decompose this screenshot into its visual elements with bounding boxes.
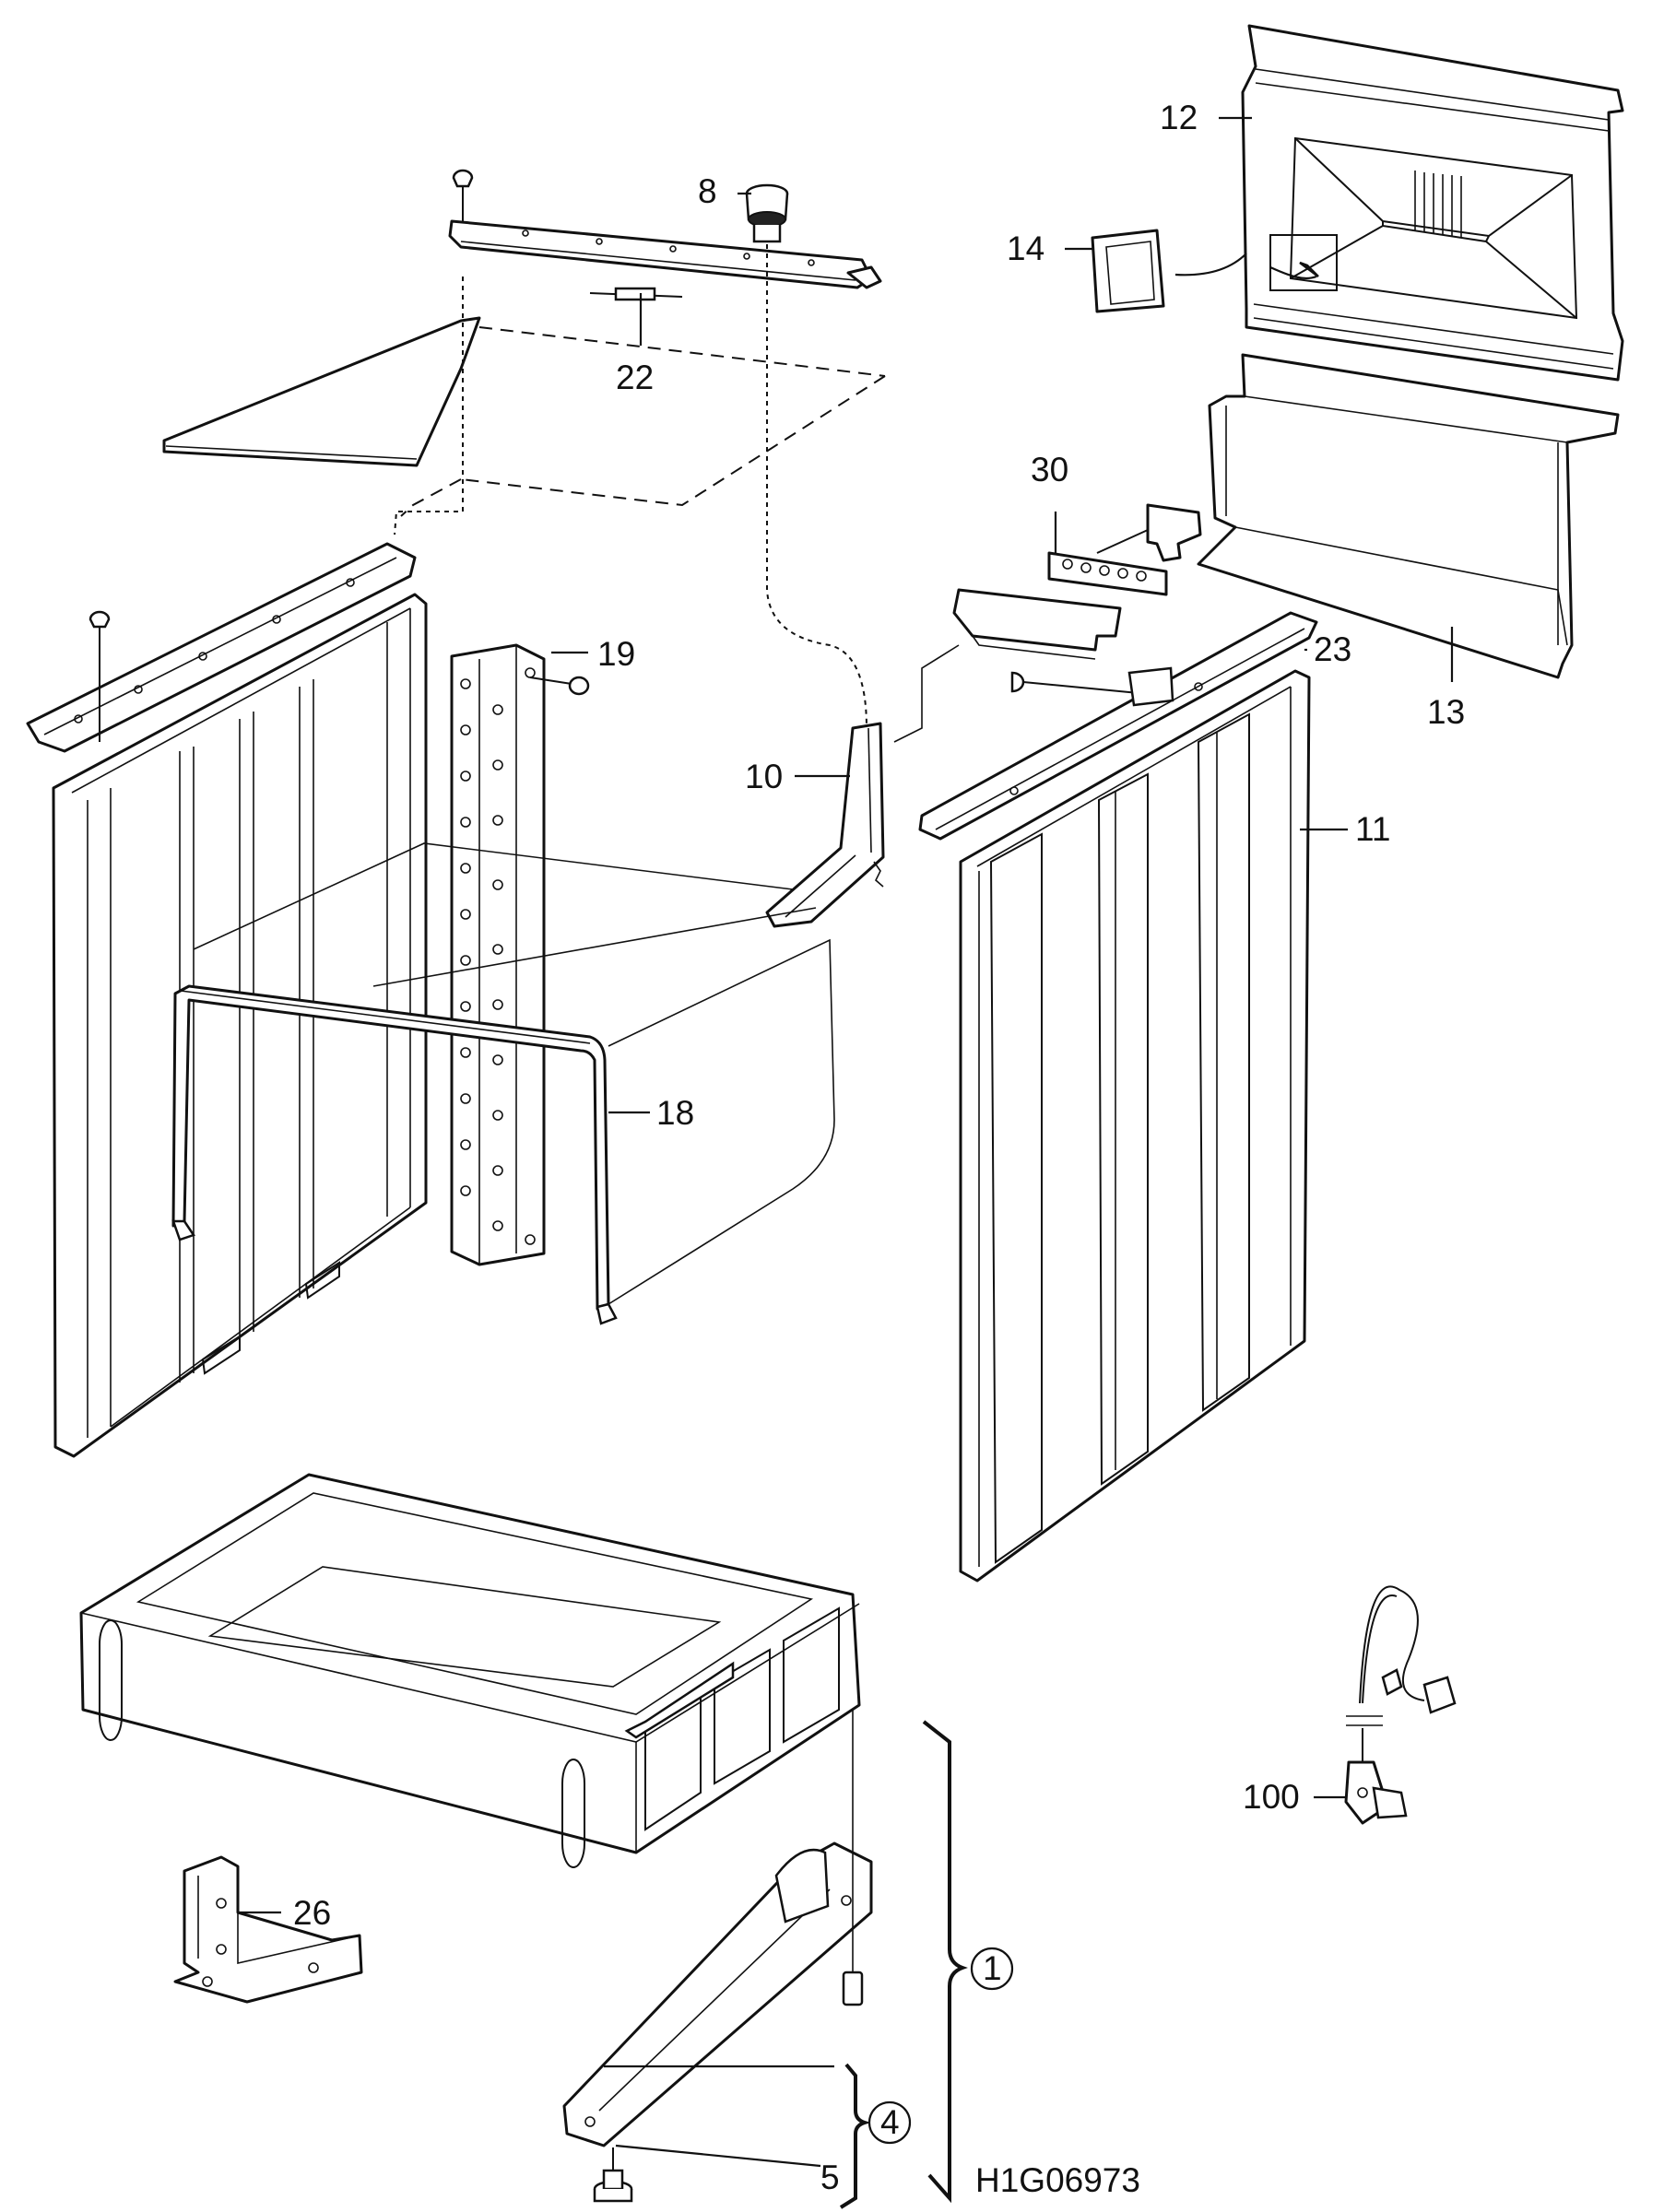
sensor-part-22	[589, 287, 683, 301]
label-19: 19	[597, 635, 635, 673]
drawing-code: H1G06973	[975, 2161, 1140, 2199]
foot-8	[745, 183, 789, 243]
top-dotted-guides	[394, 244, 867, 729]
back-panel-12	[1241, 24, 1624, 382]
label-18: 18	[656, 1094, 694, 1132]
label-13: 13	[1427, 693, 1465, 731]
assembly-guide-lines	[193, 644, 960, 1305]
label-100: 100	[1243, 1778, 1300, 1816]
column-19	[450, 643, 546, 1266]
label-22: 22	[616, 359, 654, 396]
label-23: 23	[1314, 630, 1351, 668]
glass-top-panel	[162, 316, 886, 517]
top-screw	[452, 169, 474, 221]
right-side-panel-11	[959, 669, 1311, 1583]
label-30: 30	[1031, 451, 1068, 488]
column-holes	[460, 667, 536, 1245]
circle-4	[867, 2100, 912, 2145]
leader-lines	[238, 116, 1454, 2168]
corner-bracket-26	[173, 1855, 363, 2004]
left-side-panel	[52, 593, 428, 1458]
side-rail-left	[26, 542, 417, 753]
label-8: 8	[698, 172, 717, 210]
label-26: 26	[293, 1894, 331, 1932]
top-rail-assembly	[448, 219, 882, 289]
label-10: 10	[745, 758, 783, 795]
heat-shield-13	[1197, 353, 1620, 679]
terminal-block-30	[1047, 503, 1202, 596]
leveling-rail	[562, 1841, 873, 2147]
label-12: 12	[1160, 99, 1198, 136]
adjustable-foot	[593, 2147, 633, 2203]
handle-10	[765, 722, 885, 928]
side-rail-23	[918, 611, 1318, 841]
circle-1	[970, 1947, 1014, 1991]
group-bracket-1	[922, 1720, 968, 2204]
label-11: 11	[1355, 810, 1390, 848]
label-1: 1	[983, 1949, 1002, 1987]
frame-bar-18	[171, 984, 618, 1325]
power-cord-100	[1344, 1585, 1457, 1825]
callout-labels: 8 12 14 22 30 19 23 13 10 11 18 100 26 1…	[293, 99, 1465, 2199]
side-screw-left	[89, 610, 111, 742]
rail-screw	[1010, 666, 1174, 707]
mounting-bracket	[952, 588, 1122, 660]
rail-bolt	[842, 1710, 864, 2006]
base-frame	[79, 1473, 861, 1868]
cover-plate-14	[1091, 229, 1317, 313]
label-4: 4	[880, 2103, 900, 2141]
label-5: 5	[820, 2159, 840, 2196]
vent-slots	[1414, 171, 1462, 238]
group-bracket-4	[839, 2063, 871, 2209]
column-screw	[529, 676, 590, 696]
label-14: 14	[1007, 229, 1044, 267]
